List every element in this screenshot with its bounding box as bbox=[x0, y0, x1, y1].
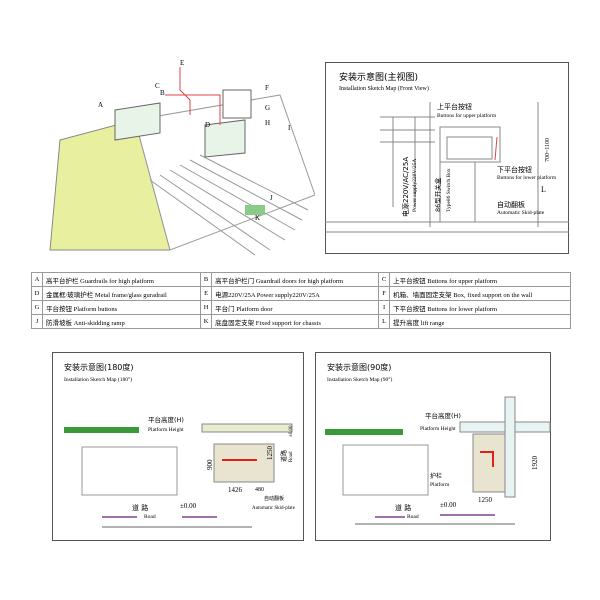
legend-text: 提升高度 lift range bbox=[389, 314, 571, 329]
m180-title-cn: 安装示意图(180度) bbox=[64, 362, 134, 372]
legend-text: 高平台护栏门 Guardrail doors for high platform bbox=[211, 272, 380, 287]
legend-key: K bbox=[200, 314, 213, 329]
guard-cn: 护栏 bbox=[430, 472, 442, 480]
control-box bbox=[222, 89, 252, 119]
grass bbox=[325, 429, 403, 435]
legend-text: 下平台按钮 Buttons for lower platform bbox=[389, 300, 571, 315]
front-title-en: Installation Sketch Map (Front View) bbox=[339, 85, 429, 92]
label-h: H bbox=[265, 119, 270, 127]
label-g: G bbox=[265, 104, 270, 112]
isometric-drawing: A B C D E F G H I J K bbox=[49, 59, 315, 256]
dim-1920: 1920 bbox=[531, 456, 539, 471]
m180-title-en: Installation Sketch Map (180°) bbox=[64, 376, 132, 383]
sketch-180-panel: 安装示意图(180度) Installation Sketch Map (180… bbox=[52, 352, 304, 541]
label-i: I bbox=[288, 124, 291, 132]
skid-plate-cn: 自动翻板 bbox=[497, 200, 525, 209]
power-en: Power supply220V/25A bbox=[412, 159, 418, 212]
lift-cabin bbox=[472, 433, 506, 493]
dim-480: 480 bbox=[255, 487, 264, 493]
legend-key: D bbox=[31, 286, 43, 301]
upper-platform bbox=[201, 423, 293, 433]
road-cn: 道 路 bbox=[132, 503, 148, 512]
legend-text: 防滑坡板 Anti-skidding ramp bbox=[41, 314, 202, 329]
zero2: ±0.00 bbox=[289, 425, 294, 437]
lift-cabin bbox=[213, 443, 275, 483]
label-f: F bbox=[265, 84, 269, 92]
dim-900: 900 bbox=[206, 459, 214, 470]
wall bbox=[342, 444, 429, 496]
road-en: Road bbox=[144, 514, 156, 520]
dim-l: L bbox=[541, 185, 546, 194]
legend-text: 电源220V/25A Power supply220V/25A bbox=[211, 286, 380, 301]
switch-box-cn: 86型开关盒 bbox=[433, 177, 442, 212]
skid-plate-en: Automatic Skid-plate bbox=[497, 210, 545, 216]
legend-text: 底盘固定支架 Fixed support for chassis bbox=[211, 314, 380, 329]
legend-key: A bbox=[31, 272, 43, 287]
front-title-cn: 安装示意图(主视图) bbox=[339, 71, 418, 83]
road2-cn: 道路 bbox=[280, 450, 288, 462]
ph-cn: 平台高度(H) bbox=[148, 415, 184, 424]
upper-buttons-en: Buttons for upper platform bbox=[437, 112, 497, 119]
lift-platform bbox=[204, 119, 246, 158]
guard-en: Platform bbox=[430, 481, 450, 488]
dim-1426: 1426 bbox=[228, 486, 243, 494]
legend-key: G bbox=[31, 300, 43, 315]
legend-text: 高平台护栏 Guardrails for high platform bbox=[41, 272, 202, 287]
ramp-stairs bbox=[149, 154, 309, 256]
legend-text: 上平台按钮 Buttons for upper platform bbox=[389, 272, 571, 287]
switch-box-en: Type86 Switch Box bbox=[446, 168, 452, 212]
lower-buttons-cn: 下平台按钮 bbox=[497, 165, 532, 174]
zero: ±0.00 bbox=[440, 501, 457, 509]
ph-en: Platform Height bbox=[148, 426, 184, 433]
m90-title-en: Installation Sketch Map (90°) bbox=[327, 376, 392, 383]
road2-en: Road bbox=[289, 451, 294, 462]
legend-text: 金属框/玻璃护栏 Metal frame/glass guradrail bbox=[41, 286, 202, 301]
legend-key: I bbox=[378, 300, 391, 315]
upper-buttons-cn: 上平台按钮 bbox=[437, 102, 472, 111]
legend-key: B bbox=[200, 272, 213, 287]
front-view-panel: 安装示意图(主视图) Installation Sketch Map (Fron… bbox=[325, 62, 569, 254]
label-e: E bbox=[180, 59, 184, 67]
legend-text: 平台门 Platform door bbox=[211, 300, 380, 315]
ph-cn: 平台高度(H) bbox=[425, 411, 461, 420]
dim-1250: 1250 bbox=[478, 496, 493, 504]
legend-text: 平台按钮 Platform buttons bbox=[41, 300, 202, 315]
label-a: A bbox=[98, 101, 103, 109]
dim-700-1100: 700~1100 bbox=[545, 138, 551, 162]
sketch-90-panel: 安装示意图(90度) Installation Sketch Map (90°)… bbox=[315, 352, 551, 541]
anti-skid-ramp bbox=[245, 205, 265, 215]
legend-text: 机箱、墙面固定支架 Box, fixed support on the wall bbox=[389, 286, 571, 301]
power-cn: 电源220V/AC/25A bbox=[401, 157, 410, 217]
legend-key: E bbox=[200, 286, 213, 301]
lower-buttons-en: Buttons for lower platform bbox=[497, 174, 557, 181]
zero: ±0.00 bbox=[180, 502, 197, 510]
label-j: J bbox=[270, 194, 273, 202]
label-b: B bbox=[160, 89, 165, 97]
dim-1250: 1250 bbox=[266, 446, 274, 461]
legend-key: C bbox=[378, 272, 391, 287]
guardrail-a bbox=[114, 102, 161, 141]
skid-cn: 自动翻板 bbox=[264, 495, 284, 502]
m90-title-cn: 安装示意图(90度) bbox=[327, 362, 391, 372]
legend-key: H bbox=[200, 300, 213, 315]
road-cn: 道 路 bbox=[395, 503, 411, 512]
label-k: K bbox=[255, 214, 260, 222]
legend-key: J bbox=[31, 314, 43, 329]
skid-en: Automatic Skid-plate bbox=[252, 506, 296, 511]
label-c: C bbox=[155, 82, 160, 90]
label-d: D bbox=[205, 121, 210, 129]
grass bbox=[64, 427, 139, 433]
legend-key: L bbox=[378, 314, 391, 329]
wall bbox=[81, 446, 178, 496]
legend-key: F bbox=[378, 286, 391, 301]
road-en: Road bbox=[407, 514, 419, 520]
ph-en: Platform Height bbox=[420, 425, 456, 432]
